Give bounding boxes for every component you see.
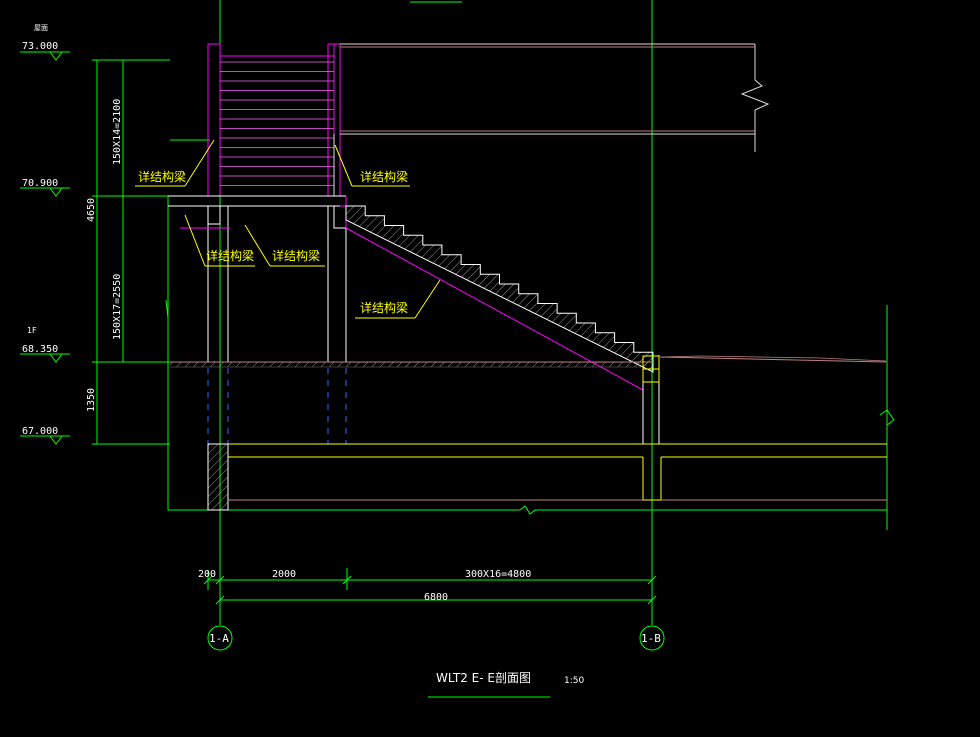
- top-note: 屋面: [34, 24, 48, 32]
- beam-label-1: 详结构梁: [138, 169, 186, 184]
- axis-lines: [92, 0, 895, 625]
- beam-label-5: 详结构梁: [360, 300, 408, 315]
- hidden-beams: [207, 368, 347, 444]
- beam-label-leaders: [135, 139, 441, 319]
- elevation-68350: 68.350: [22, 344, 58, 355]
- hdim-200: 200: [198, 569, 216, 580]
- elevation-73000: 73.000: [22, 41, 58, 52]
- mid-landing-pink: [180, 196, 347, 229]
- basement-wall: [207, 443, 887, 511]
- elevation-markers: [20, 51, 70, 445]
- upper-structure-pink: [340, 46, 755, 132]
- lower-stair-hatch: [345, 205, 654, 373]
- axis-bubbles: [207, 625, 665, 651]
- mid-landing: [168, 195, 347, 362]
- vdim-total: 4650: [86, 198, 97, 222]
- beam-label-2: 详结构梁: [360, 169, 408, 184]
- upper-stair: [207, 43, 341, 197]
- upper-structure: [333, 43, 770, 196]
- hdim-6800: 6800: [424, 592, 448, 603]
- beam-label-4: 详结构梁: [272, 248, 320, 263]
- ground-floor: [170, 355, 887, 368]
- vdim-basement: 1350: [86, 388, 97, 412]
- beam-label-3: 详结构梁: [206, 248, 254, 263]
- elevation-67000: 67.000: [22, 426, 58, 437]
- vdim-upper-flight: 150X14=2100: [112, 99, 123, 165]
- hdim-4800: 300X16=4800: [465, 569, 531, 580]
- drawing-title: WLT2 E- E剖面图: [436, 671, 531, 685]
- elevation-70900: 70.900: [22, 178, 58, 189]
- hdim-2000: 2000: [272, 569, 296, 580]
- right-column: [642, 355, 660, 444]
- vdim-lower-flight: 150X17=2550: [112, 274, 123, 340]
- axis-1b: 1-B: [641, 632, 661, 645]
- axis-1a: 1-A: [209, 632, 229, 645]
- drawing-scale: 1:50: [564, 676, 584, 686]
- horizontal-dimensions: [203, 568, 657, 605]
- upper-stair-treads: [220, 61, 334, 186]
- floor-label: 1F: [27, 326, 37, 335]
